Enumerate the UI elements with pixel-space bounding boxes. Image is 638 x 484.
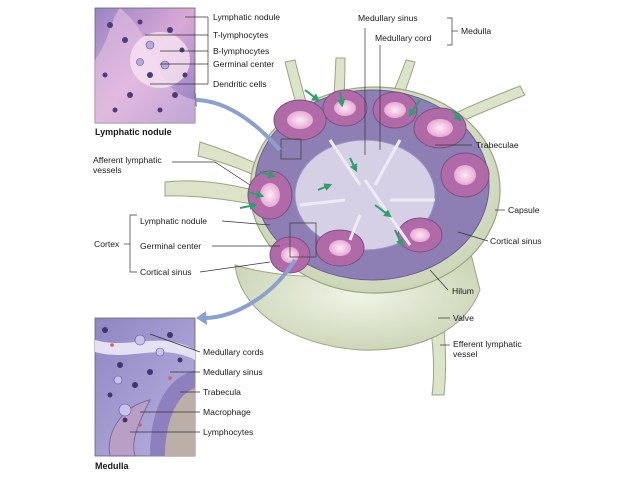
label-cortex-lymphatic-nodule: Lymphatic nodule	[140, 216, 208, 226]
label-medullary-sinus-inset: Medullary sinus	[203, 367, 263, 377]
label-macrophage: Macrophage	[203, 407, 251, 417]
label-cortex-germinal-center: Germinal center	[140, 241, 202, 251]
medulla-callout-box	[289, 222, 317, 258]
label-efferent-vessel: Efferent lymphatic vessel	[453, 339, 522, 359]
label-dendritic-cells: Dendritic cells	[213, 79, 267, 89]
callout-arrow-top	[194, 98, 282, 152]
label-medulla: Medulla	[461, 26, 492, 36]
label-afferent-vessels: Afferent lymphatic vessels	[93, 155, 162, 175]
label-trabecula: Trabecula	[203, 387, 241, 397]
lymph-node	[234, 86, 501, 351]
callout-arrow-bottom	[204, 258, 297, 320]
label-medullary-sinus: Medullary sinus	[358, 13, 418, 23]
inset-medulla	[94, 317, 196, 457]
label-valve: Valve	[453, 313, 474, 323]
label-b-lymphocytes: B-lymphocytes	[213, 46, 270, 56]
label-cortex-cortical-sinus: Cortical sinus	[140, 267, 192, 277]
label-lymphatic-nodule: Lymphatic nodule	[213, 12, 281, 22]
label-t-lymphocytes: T-lymphocytes	[213, 30, 269, 40]
label-capsule: Capsule	[508, 205, 540, 215]
label-cortical-sinus-right: Cortical sinus	[490, 236, 542, 246]
label-germinal-center: Germinal center	[213, 59, 275, 69]
label-trabeculae: Trabeculae	[476, 140, 519, 150]
label-hilum: Hilum	[452, 286, 474, 296]
leader-lines	[124, 16, 505, 433]
inset-title-medulla: Medulla	[95, 461, 129, 471]
germinal-centers	[260, 100, 476, 263]
label-lymphocytes: Lymphocytes	[203, 427, 254, 437]
label-cortex: Cortex	[94, 239, 120, 249]
inset-title-lymphatic-nodule: Lymphatic nodule	[95, 127, 172, 137]
lymph-flow-arrows	[239, 89, 462, 248]
inset-lymphatic-nodule	[94, 7, 196, 124]
label-medullary-cords: Medullary cords	[203, 347, 264, 357]
label-medullary-cord: Medullary cord	[375, 33, 432, 43]
